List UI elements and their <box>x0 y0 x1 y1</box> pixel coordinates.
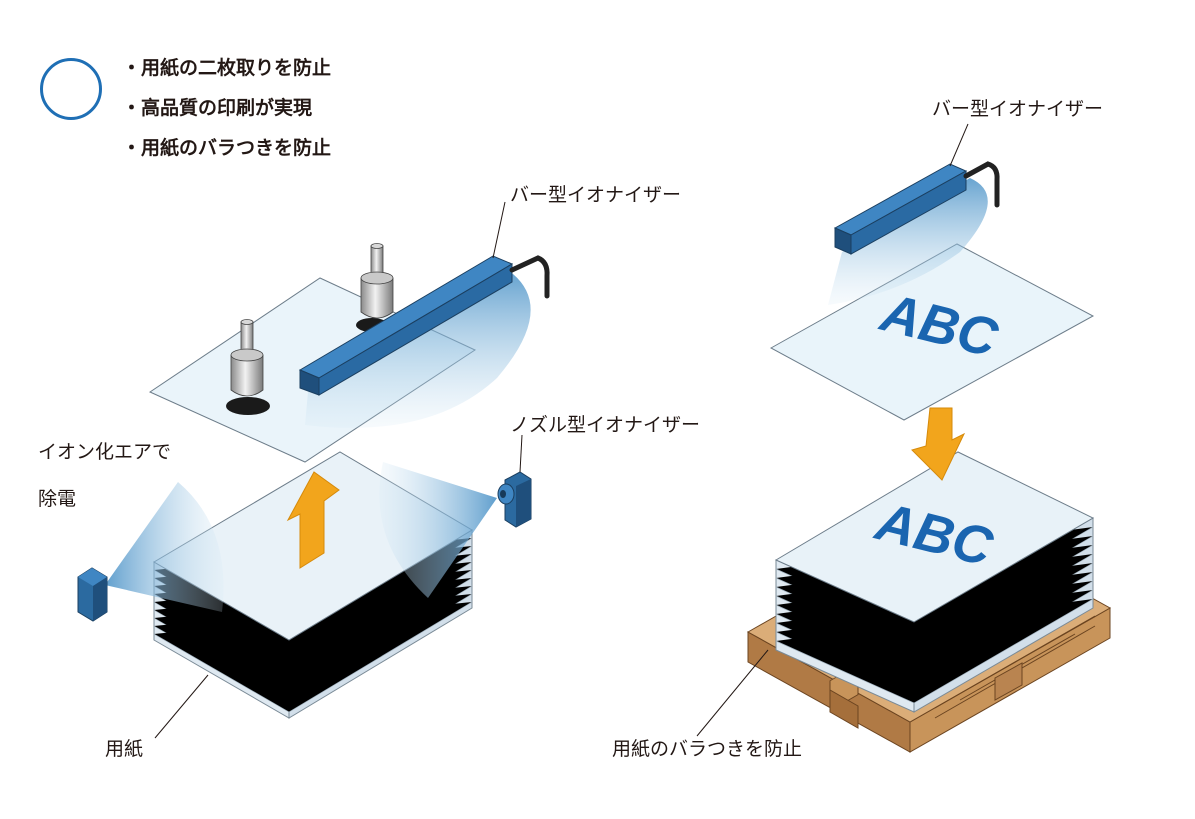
benefit-item: 高品質の印刷が実現 <box>122 88 331 128</box>
benefit-list: 用紙の二枚取りを防止 高品質の印刷が実現 用紙のバラつきを防止 <box>122 48 331 168</box>
stack-label: 用紙のバラつきを防止 <box>612 738 803 760</box>
nozzle-ionizer-left-icon <box>77 567 108 622</box>
suction-cup-2-icon <box>356 243 394 332</box>
ionized-air-label-line2: 除電 <box>38 488 77 510</box>
paper-stack-left <box>153 451 473 719</box>
bar-ionizer-left-icon <box>298 255 550 396</box>
nozzle-ionizer-label: ノズル型イオナイザー <box>510 414 701 436</box>
leader-bar-left <box>492 201 506 259</box>
leader-nozzle <box>519 434 523 473</box>
ion-cloud-right <box>379 462 497 598</box>
bar-ionizer-label-left: バー型イオナイザー <box>510 184 682 206</box>
benefit-item: 用紙の二枚取りを防止 <box>122 48 331 88</box>
leader-stack <box>696 649 769 737</box>
lift-arrow-icon <box>286 471 340 569</box>
printed-sheet: ABC <box>769 178 1095 421</box>
check-circle-icon <box>40 58 102 120</box>
bar-ionizer-label-right: バー型イオナイザー <box>932 98 1104 120</box>
leader-bar-right <box>949 123 969 167</box>
paper-stack-right: ABC <box>774 451 1095 713</box>
nozzle-ionizer-right-icon <box>497 471 532 528</box>
paper-label: 用紙 <box>105 738 144 760</box>
bar-ionizer-right-icon <box>833 161 1000 255</box>
benefit-item: 用紙のバラつきを防止 <box>122 128 331 168</box>
ion-cloud-bar-right <box>828 178 988 305</box>
suction-cup-1-icon <box>226 319 270 415</box>
ionized-air-label-line1: イオン化エアで <box>38 441 172 463</box>
ion-cloud-left <box>105 482 224 612</box>
drop-arrow-icon <box>911 407 966 481</box>
ion-cloud-bar-left <box>305 274 531 428</box>
leader-paper <box>154 674 209 739</box>
